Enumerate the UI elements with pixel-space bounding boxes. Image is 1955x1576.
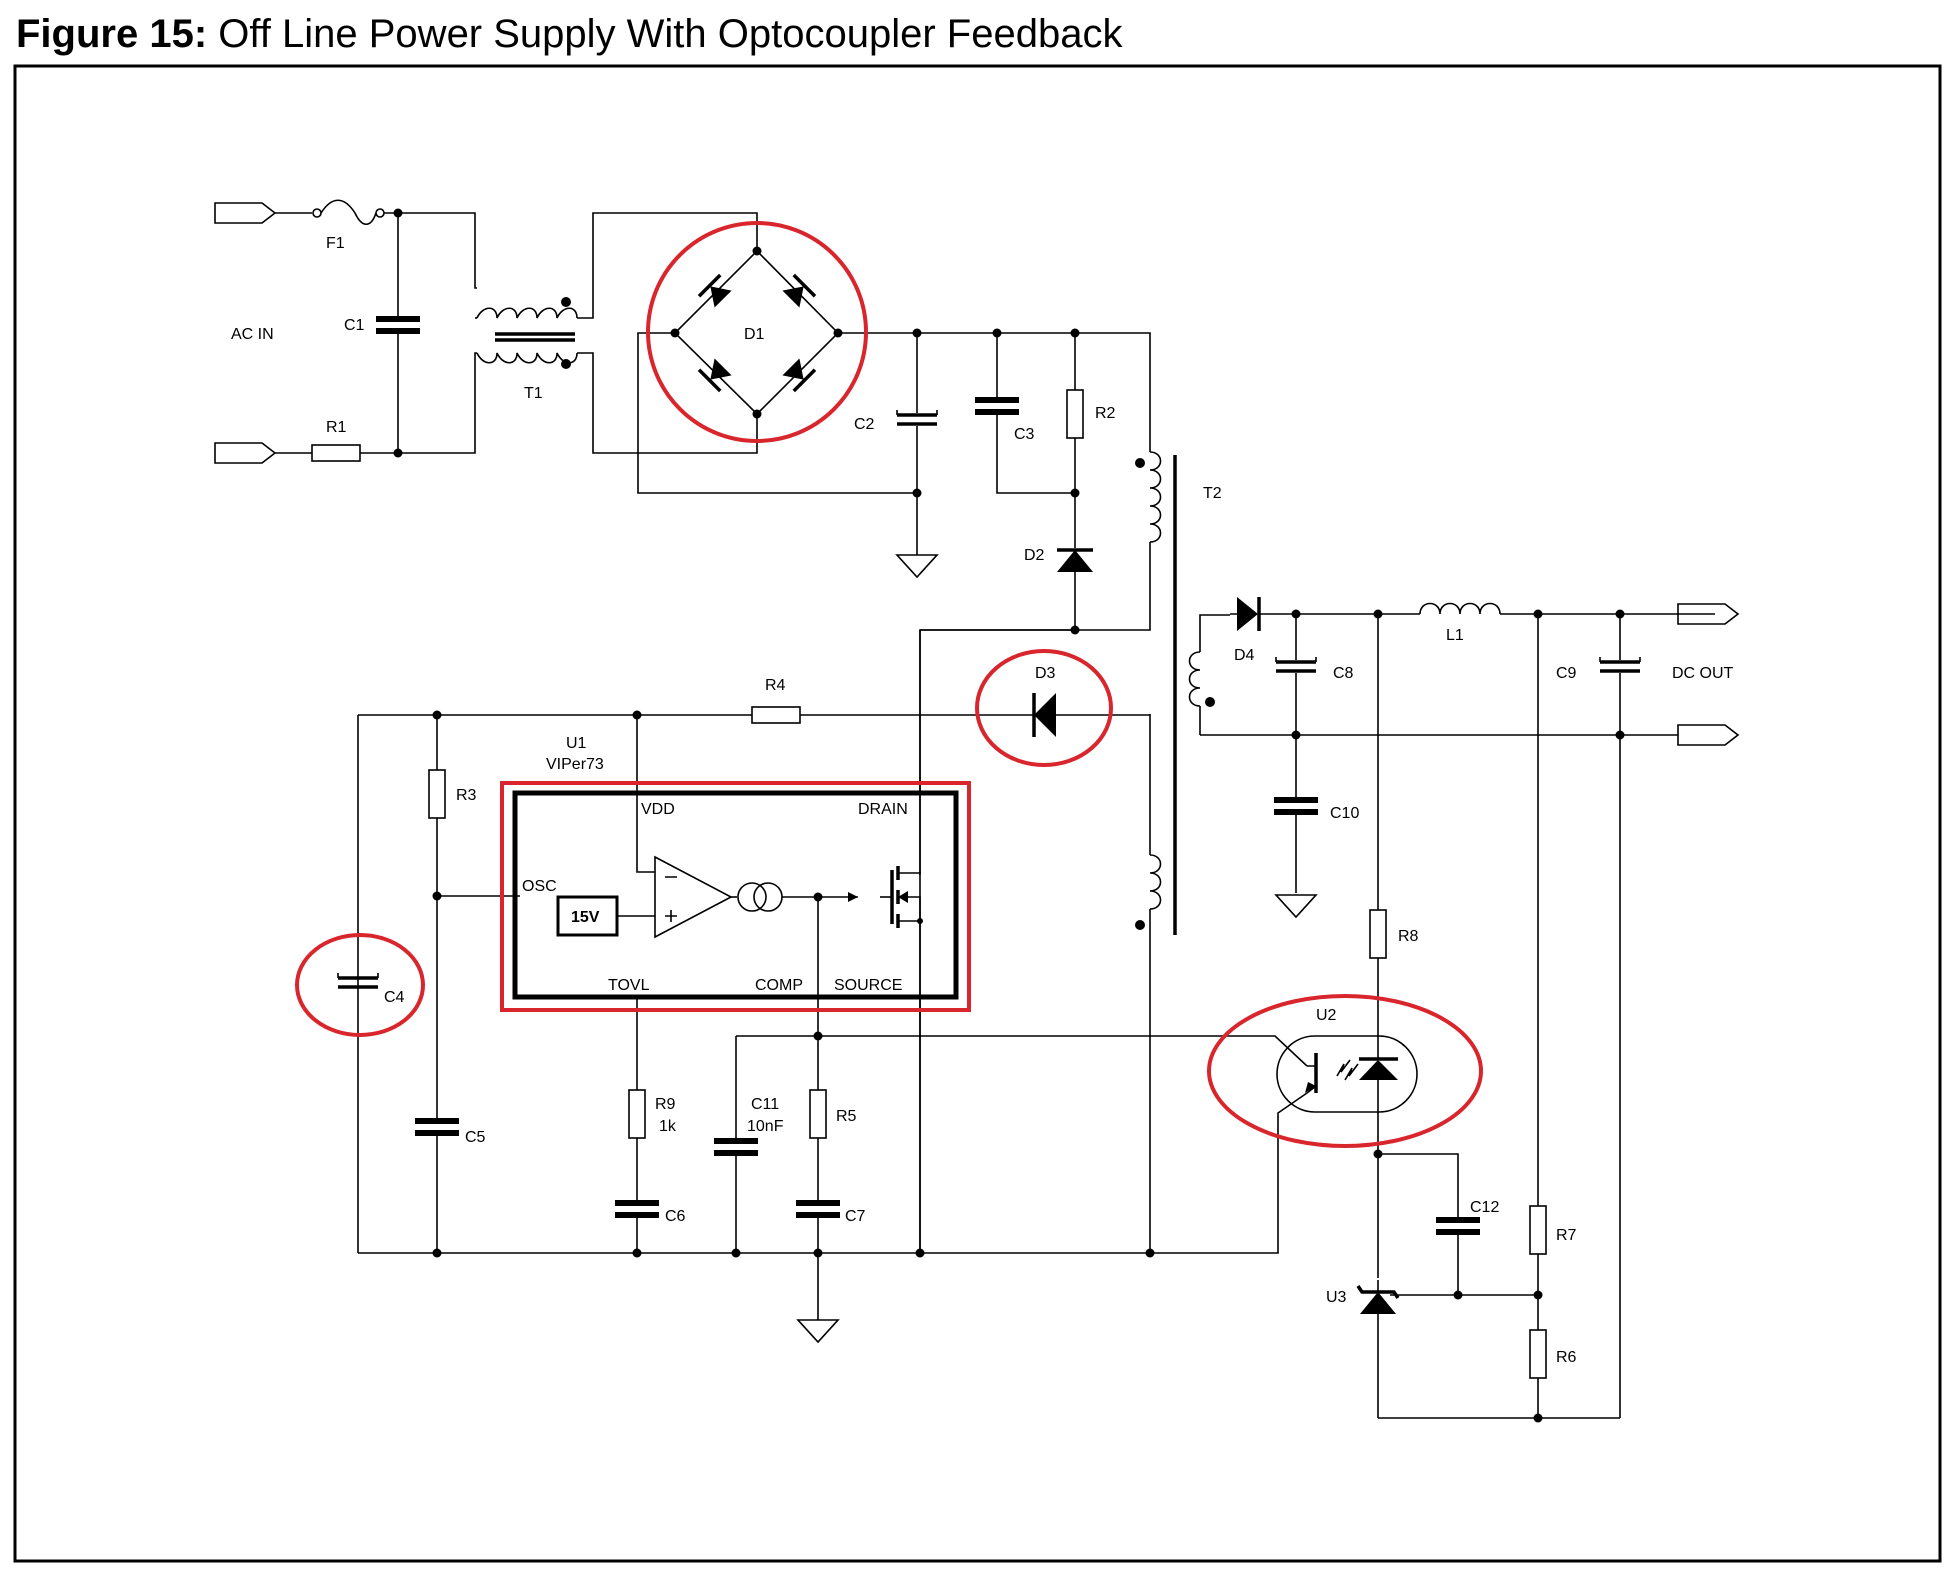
capacitor-c3 (975, 397, 1019, 415)
capacitor-c10 (1274, 797, 1318, 815)
resistor-r8 (1369, 909, 1387, 959)
inductor-l1 (1419, 602, 1501, 615)
ac-in-terminal-bottom (214, 442, 277, 464)
label-c2: C2 (854, 416, 875, 433)
resistor-r1 (311, 444, 361, 462)
dc-out-terminal-bottom (1677, 724, 1740, 746)
resistor-r6 (1529, 1329, 1547, 1379)
label-c1: C1 (344, 317, 365, 334)
label-t1: T1 (524, 385, 543, 402)
label-r6: R6 (1556, 1349, 1577, 1366)
label-c6: C6 (665, 1208, 686, 1225)
label-f1: F1 (326, 235, 345, 252)
label-r5: R5 (836, 1108, 857, 1125)
dc-out-terminal-top (1677, 603, 1740, 625)
capacitor-c12 (1436, 1217, 1480, 1235)
resistor-r2 (1066, 389, 1084, 439)
label-d2: D2 (1024, 547, 1045, 564)
label-t2: T2 (1203, 485, 1222, 502)
label-osc: OSC (522, 878, 557, 895)
label-d1: D1 (744, 326, 765, 343)
bridge-rectifier-d1 (670, 246, 843, 419)
figure-title-text: Off Line Power Supply With Optocoupler F… (218, 12, 1123, 56)
capacitor-c2 (897, 413, 937, 426)
label-drain: DRAIN (858, 801, 908, 818)
capacitor-c5 (415, 1118, 459, 1136)
label-r9: R9 (655, 1096, 676, 1113)
label-u2: U2 (1316, 1007, 1337, 1024)
label-c11-value: 10nF (747, 1118, 784, 1135)
label-c5: C5 (465, 1129, 486, 1146)
resistor-r9 (628, 1089, 646, 1139)
highlight-d1 (646, 221, 868, 443)
label-r4: R4 (765, 677, 786, 694)
resistor-r7 (1529, 1205, 1547, 1255)
label-c4: C4 (384, 989, 405, 1006)
label-r7: R7 (1556, 1227, 1577, 1244)
label-r3: R3 (456, 787, 477, 804)
resistor-r5 (809, 1089, 827, 1139)
diode-d4 (1237, 597, 1261, 631)
label-r1: R1 (326, 419, 347, 436)
capacitor-c4 (338, 976, 378, 989)
label-u1: U1 (566, 735, 587, 752)
label-c9: C9 (1556, 665, 1577, 682)
capacitor-c7 (796, 1200, 840, 1218)
ac-input-section (214, 199, 758, 464)
label-u3: U3 (1326, 1289, 1347, 1306)
label-r8: R8 (1398, 928, 1419, 945)
highlight-u1 (500, 781, 971, 1012)
capacitor-c6 (615, 1200, 659, 1218)
label-c10: C10 (1330, 805, 1359, 822)
figure-frame (13, 64, 1942, 1563)
label-r9-value: 1k (659, 1118, 677, 1135)
resistor-r4 (751, 706, 801, 724)
label-l1: L1 (1446, 627, 1464, 644)
label-vdd: VDD (641, 801, 675, 818)
transformer-t2 (1135, 451, 1230, 1253)
label-c12: C12 (1470, 1199, 1499, 1216)
label-r2: R2 (1095, 405, 1116, 422)
label-comp: COMP (755, 977, 803, 994)
label-ac-in: AC IN (231, 326, 274, 343)
label-15v: 15V (571, 909, 600, 926)
transformer-t1 (475, 212, 600, 454)
diode-d3 (1032, 693, 1056, 737)
diode-d2 (1057, 548, 1093, 572)
label-d3: D3 (1035, 665, 1056, 682)
capacitor-c11 (714, 1138, 758, 1156)
label-source: SOURCE (834, 977, 902, 994)
highlight-d3 (975, 649, 1113, 767)
label-d4: D4 (1234, 647, 1255, 664)
capacitor-c1 (376, 316, 420, 334)
fuse-f1 (312, 199, 385, 226)
label-tovl: TOVL (608, 977, 650, 994)
ac-in-terminal-top (214, 202, 277, 224)
ic-u1-viper73 (512, 629, 1075, 1253)
label-dc-out: DC OUT (1672, 665, 1734, 682)
figure-number: Figure 15: (16, 12, 208, 56)
label-u1-part: VIPer73 (546, 756, 604, 773)
mosfet (880, 866, 923, 928)
figure-title: Figure 15: Off Line Power Supply With Op… (16, 8, 1122, 60)
label-c7: C7 (845, 1208, 866, 1225)
highlight-u2 (1207, 994, 1483, 1148)
highlight-c4 (295, 933, 425, 1037)
resistor-r3 (428, 769, 446, 819)
optocoupler-u2 (1276, 1035, 1418, 1113)
label-c11: C11 (751, 1096, 779, 1113)
capacitor-c9 (1600, 660, 1640, 673)
capacitor-c8 (1276, 660, 1316, 673)
label-c3: C3 (1014, 426, 1035, 443)
label-c8: C8 (1333, 665, 1354, 682)
